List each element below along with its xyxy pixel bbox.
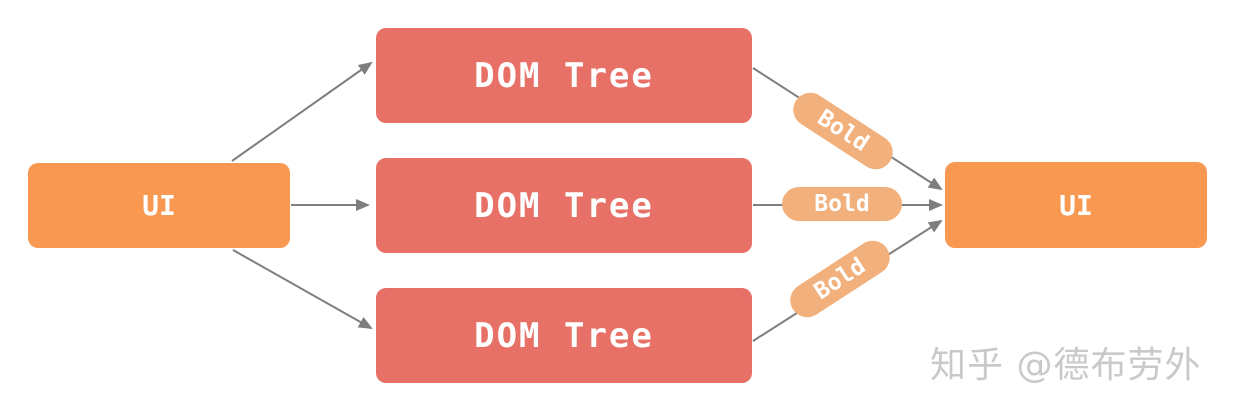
node-label: DOM Tree bbox=[474, 55, 654, 96]
node-ui-target: UI bbox=[945, 162, 1207, 248]
edge-label-text: Bold bbox=[814, 191, 870, 217]
node-dom-tree-top: DOM Tree bbox=[376, 28, 752, 123]
arrow-ui-to-dom-bottom bbox=[232, 249, 373, 329]
node-label: DOM Tree bbox=[474, 185, 654, 226]
node-label: DOM Tree bbox=[474, 315, 654, 356]
node-dom-tree-middle: DOM Tree bbox=[376, 158, 752, 253]
node-label: UI bbox=[142, 189, 176, 222]
node-label: UI bbox=[1059, 188, 1093, 222]
edge-label-bold-middle: Bold bbox=[782, 187, 902, 221]
node-ui-source: UI bbox=[28, 163, 290, 248]
node-dom-tree-bottom: DOM Tree bbox=[376, 288, 752, 383]
zhihu-watermark: 知乎 @德布劳外 bbox=[930, 345, 1202, 386]
arrow-ui-to-dom-top bbox=[231, 61, 373, 162]
